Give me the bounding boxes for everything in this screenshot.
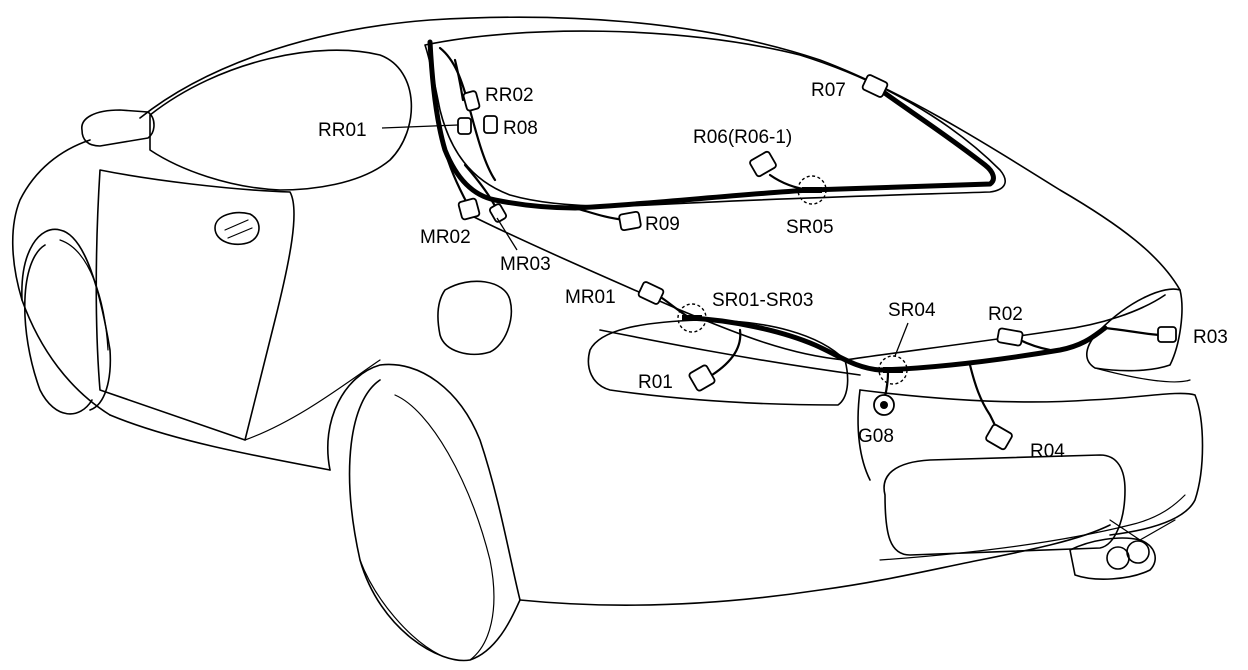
label-g08: G08: [858, 426, 894, 447]
label-mr03: MR03: [500, 254, 551, 275]
label-sr05: SR05: [786, 217, 834, 238]
label-r08: R08: [503, 118, 538, 139]
connector-rr01: [457, 117, 472, 135]
label-r02: R02: [988, 304, 1023, 325]
label-sr01-sr03: SR01-SR03: [712, 290, 813, 311]
connector-r02: [996, 327, 1024, 347]
label-r07: R07: [811, 80, 846, 101]
connectors: [457, 74, 1177, 451]
connector-rr02: [462, 90, 481, 112]
label-r09: R09: [645, 214, 680, 235]
label-mr02: MR02: [420, 227, 471, 248]
connector-r08: [483, 115, 498, 134]
label-sr04: SR04: [888, 300, 936, 321]
connector-mr03: [489, 203, 507, 223]
car-body: [11, 16, 1204, 662]
label-r03: R03: [1193, 327, 1228, 348]
connector-mr01: [637, 281, 665, 305]
connector-r01: [688, 364, 716, 392]
connector-r07: [861, 74, 889, 98]
connector-r09: [618, 210, 642, 232]
splice-sr04: [878, 355, 908, 385]
wire-harness: [427, 39, 1162, 437]
connector-mr02: [457, 197, 481, 221]
label-rr02: RR02: [485, 85, 534, 106]
label-mr01: MR01: [565, 287, 616, 308]
label-r01: R01: [638, 372, 673, 393]
label-r06: R06(R06-1): [693, 127, 792, 148]
label-rr01: RR01: [318, 120, 367, 141]
label-r04: R04: [1030, 441, 1065, 462]
leader-lines: [381, 124, 909, 357]
splice-sr05: [797, 175, 827, 205]
connector-r06: [749, 150, 777, 178]
connector-r04: [985, 423, 1013, 451]
splice-markers: [677, 175, 908, 385]
splice-sr01-sr03: [677, 303, 707, 333]
labels: RR02 RR01 R08 R07 R06(R06-1) R09 SR05 MR…: [318, 80, 1228, 462]
connector-r03: [1157, 326, 1177, 343]
